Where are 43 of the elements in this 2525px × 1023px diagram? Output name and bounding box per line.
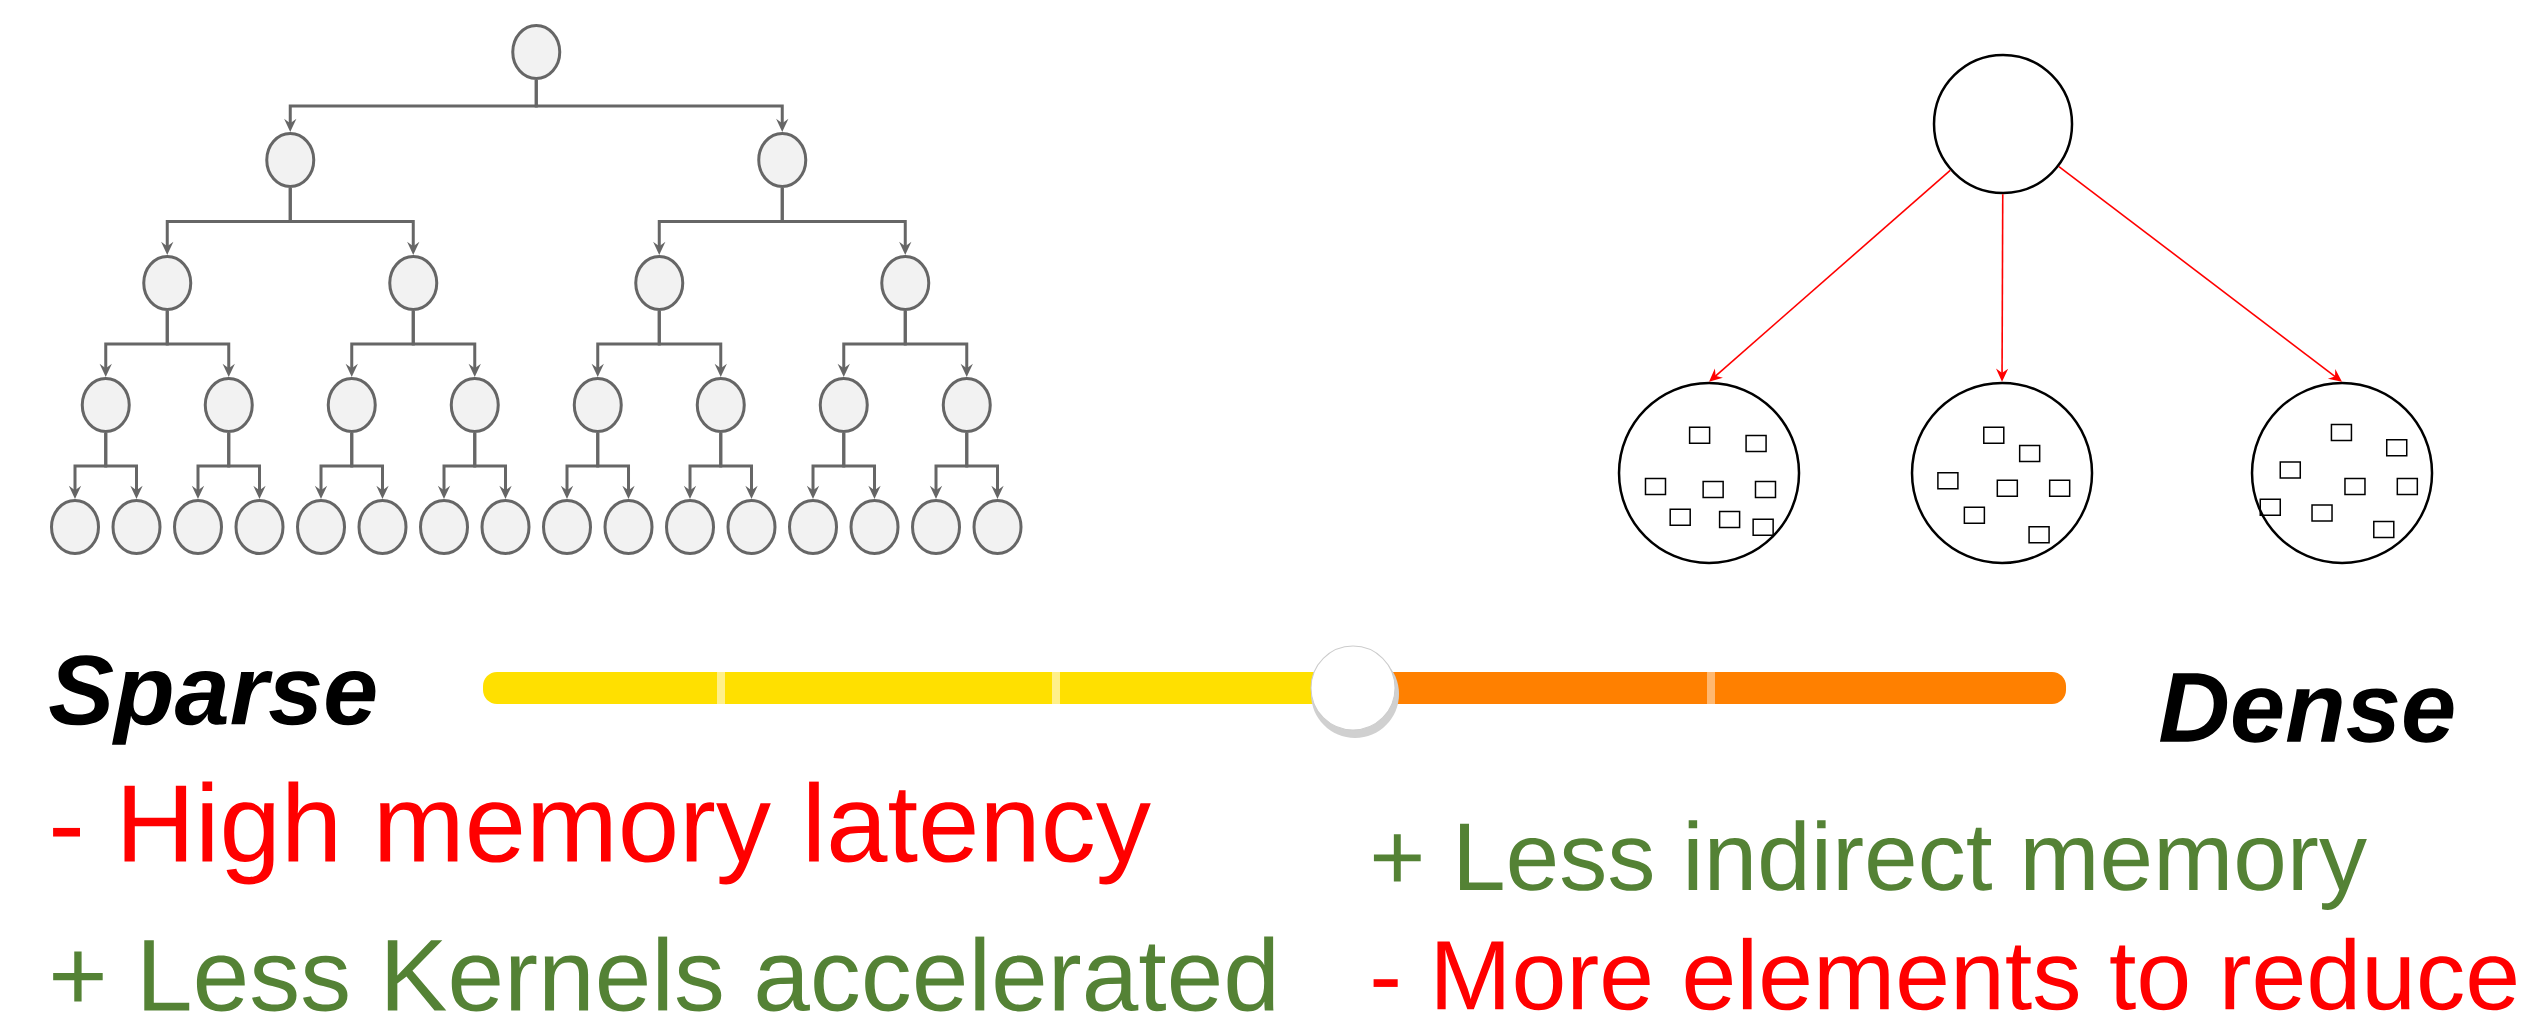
tree-node <box>603 499 654 555</box>
tree-node <box>788 499 838 555</box>
tree-node <box>665 499 715 555</box>
tree-node <box>326 377 377 433</box>
tree-node <box>111 499 162 555</box>
tree-node <box>449 377 500 433</box>
tree-node <box>234 499 285 555</box>
tree-node <box>911 499 961 555</box>
tree-node <box>542 499 592 555</box>
tree-node <box>80 377 131 433</box>
tree-node <box>818 377 869 433</box>
circle-node <box>1932 53 2074 195</box>
arrow <box>1709 169 1951 382</box>
bucket-circle <box>2250 381 2434 565</box>
tree-node <box>634 255 685 311</box>
tree-node <box>726 499 777 555</box>
tree-node <box>695 377 746 433</box>
tree-node <box>419 499 469 555</box>
heading: Dense <box>2159 673 2454 743</box>
tree-node <box>357 499 408 555</box>
tree-node <box>203 377 254 433</box>
note-text: - High memory latency <box>53 781 1151 885</box>
tree-node <box>941 377 992 433</box>
tree-node <box>480 499 531 555</box>
tree-node <box>388 255 439 311</box>
note-text: - More elements to reduce <box>1373 937 2516 1011</box>
tree-node <box>757 132 808 188</box>
tree-node <box>511 24 562 80</box>
tree-node <box>142 255 193 311</box>
heading: Sparse <box>49 655 376 745</box>
tree-node <box>849 499 900 555</box>
note-text: + Less Kernels accelerated <box>53 936 1274 1012</box>
bucket-circle <box>1617 381 1801 565</box>
arrow <box>2058 165 2342 382</box>
tree-node <box>972 499 1023 555</box>
tree-node <box>572 377 623 433</box>
tree-node <box>265 132 316 188</box>
bucket-circle <box>1910 381 2094 565</box>
tree-node <box>296 499 346 555</box>
tree-node <box>173 499 223 555</box>
tree-node <box>880 255 931 311</box>
note-text: + Less indirect memory <box>1373 820 2367 910</box>
tree-node <box>50 499 100 555</box>
